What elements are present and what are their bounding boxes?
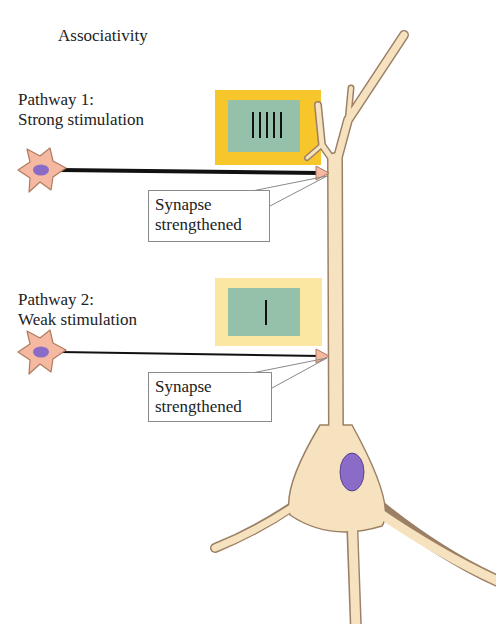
pulse-bar bbox=[266, 112, 268, 138]
stimulus-panel bbox=[228, 288, 300, 336]
callout-text: Synapse strengthened bbox=[155, 377, 265, 417]
dendrite-fill bbox=[215, 35, 496, 624]
pulse-bar bbox=[265, 300, 267, 325]
pulse-bar bbox=[280, 112, 282, 138]
callout-text: Synapse strengthened bbox=[155, 195, 263, 235]
presynaptic-cell-body bbox=[18, 330, 66, 374]
nucleus bbox=[340, 453, 364, 491]
weak-stimulus-box bbox=[215, 278, 322, 346]
nucleus bbox=[33, 165, 49, 176]
diagram-title: Associativity bbox=[58, 26, 148, 46]
nucleus bbox=[33, 347, 49, 358]
pathway-label: Pathway 2: Weak stimulation bbox=[18, 290, 156, 330]
pulse-bars bbox=[253, 112, 281, 138]
pulse-bar bbox=[259, 112, 261, 138]
pathway-label: Pathway 1: Strong stimulation bbox=[18, 90, 156, 130]
presynaptic-cell-body bbox=[18, 148, 66, 192]
strong-stimulus-box bbox=[215, 90, 321, 165]
pulse-bar bbox=[252, 112, 254, 138]
pulse-bar bbox=[273, 112, 275, 138]
stimulus-panel bbox=[228, 100, 300, 152]
axon bbox=[60, 352, 320, 356]
axon bbox=[60, 170, 320, 173]
callout-box: Synapse strengthened bbox=[148, 372, 272, 422]
dendrite-outline bbox=[215, 35, 496, 624]
callout-box: Synapse strengthened bbox=[148, 190, 270, 242]
